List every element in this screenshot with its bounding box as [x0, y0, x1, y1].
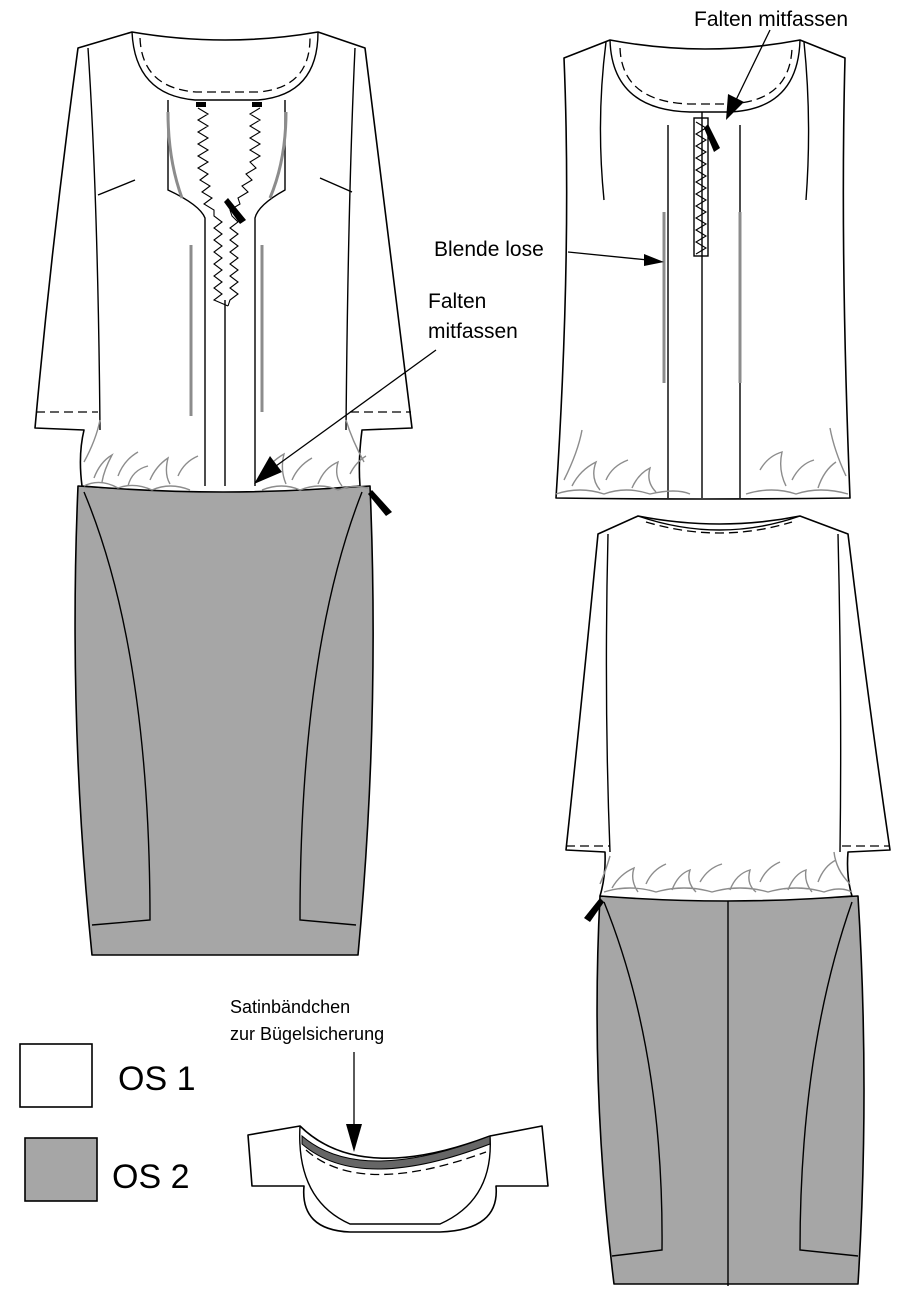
front-skirt [74, 485, 374, 956]
label-blende-lose: Blende lose [434, 238, 544, 261]
legend: OS 1 OS 2 [19, 1043, 195, 1202]
label-satin-1: Satinbändchen [230, 997, 350, 1017]
back-top-sleeveless [555, 39, 851, 500]
back-dress-armhole-right [837, 533, 842, 853]
front-skirt-left-panel-seam [83, 491, 151, 926]
label-falten-mitfassen-mid-1: Falten [428, 290, 486, 313]
front-zipper-top-stop-left [196, 102, 206, 107]
front-dress [34, 31, 413, 956]
back-top-neckline-topstitch [619, 47, 793, 105]
neckline-detail [247, 1125, 549, 1233]
legend-swatch-os1 [19, 1043, 93, 1108]
label-satin-2: zur Bügelsicherung [230, 1024, 384, 1044]
front-facing-right-upper [268, 111, 288, 199]
legend-label-os2: OS 2 [112, 1158, 189, 1196]
back-skirt-left-panel-seam [603, 901, 663, 1257]
neckline-detail-satin-tape [301, 1134, 491, 1170]
front-zipper-pull [224, 198, 246, 224]
back-skirt-right-panel-seam [799, 901, 859, 1257]
front-neckline-topstitch [139, 37, 311, 93]
back-dress-armhole-left [605, 533, 611, 853]
neckline-detail-facing-edge [299, 1125, 491, 1225]
back-top-gathers [555, 427, 849, 495]
front-left-dart [97, 179, 136, 196]
label-falten-mitfassen-mid-2: mitfassen [428, 320, 518, 343]
legend-swatch-os2 [24, 1137, 98, 1202]
arrowhead-satin [346, 1124, 362, 1152]
annotations: Falten mitfassen Blende lose Falten mitf… [230, 8, 848, 1152]
front-placket-left [167, 100, 206, 486]
back-dress-neckline-topstitch [645, 521, 793, 534]
back-dress-gathers [599, 851, 853, 893]
legend-label-os1: OS 1 [118, 1060, 195, 1098]
front-neckline [131, 31, 319, 101]
back-top-zipper [694, 121, 708, 255]
neckline-detail-topstitch [305, 1149, 487, 1176]
back-dress-neckline [637, 515, 801, 531]
back-top-armhole-right [803, 41, 810, 201]
front-left-armhole [87, 47, 101, 431]
back-top-zipper-pull [704, 124, 720, 152]
front-zipper-left [196, 107, 229, 307]
arrowhead-falten-mitfassen-top [726, 94, 744, 120]
arrow-blende-lose [567, 251, 649, 261]
front-gathers-right [261, 419, 369, 491]
arrow-falten-mitfassen-mid [275, 349, 437, 467]
back-dress-side-zipper-pull [584, 898, 604, 922]
front-right-dart [319, 177, 353, 193]
arrowhead-blende-lose [644, 254, 664, 266]
back-skirt [596, 895, 865, 1285]
back-top-body [555, 39, 851, 500]
front-gathers-left [83, 419, 199, 491]
back-dress [565, 515, 891, 1286]
back-dress-bodice [565, 515, 891, 902]
front-zipper-top-stop-right [252, 102, 262, 107]
front-placket-right [254, 100, 286, 486]
front-skirt-right-panel-seam [299, 491, 363, 926]
back-top-neckline [609, 39, 801, 113]
arrow-falten-mitfassen-top [735, 29, 771, 101]
back-top-zipper-box [693, 117, 709, 257]
front-right-armhole [345, 47, 356, 431]
label-falten-mitfassen-top: Falten mitfassen [694, 8, 848, 31]
front-facing-left-upper [166, 111, 184, 199]
front-side-zipper-pull [368, 490, 392, 516]
neckline-detail-body [247, 1125, 549, 1233]
back-top-armhole-left [599, 41, 607, 201]
arrowhead-falten-mitfassen-mid [254, 456, 282, 484]
